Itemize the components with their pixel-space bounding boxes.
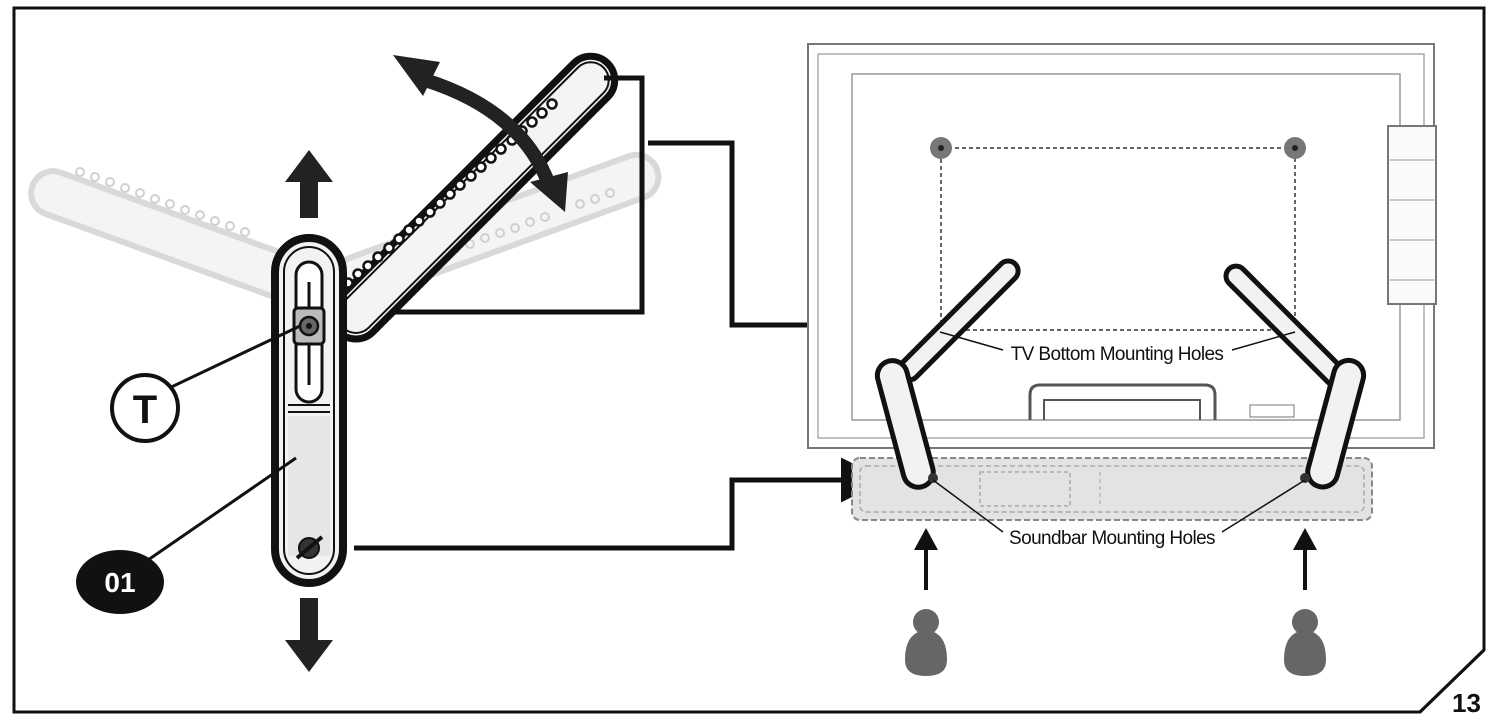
callout-01-label: 01 (104, 567, 135, 598)
ghost-arm-left (28, 167, 300, 299)
screw-t (292, 282, 326, 385)
mini-bracket-right (1223, 263, 1367, 490)
callout-t: T (110, 324, 301, 443)
tv-back-panel (807, 43, 1437, 449)
arrow-down-icon (285, 598, 333, 672)
keyhole-right-icon (1284, 609, 1326, 676)
bracket-01-vertical (271, 234, 347, 587)
vesa-hole-top-right-center (1292, 145, 1298, 151)
mini-bracket-left (874, 258, 1021, 490)
callout-t-label: T (133, 388, 157, 432)
soundbar-holes-callout: Soundbar Mounting Holes (932, 479, 1306, 549)
soundbar-arrow-right (1293, 528, 1317, 590)
soundbar-holes-label: Soundbar Mounting Holes (1009, 528, 1215, 549)
tv-holes-callout: TV Bottom Mounting Holes (939, 331, 1296, 365)
arrow-up-icon (285, 150, 333, 218)
bottom-pivot-screw (295, 535, 324, 560)
vesa-pattern-outline (940, 147, 1296, 331)
vesa-hole-top-left-center (938, 145, 944, 151)
tv-holes-label: TV Bottom Mounting Holes (1011, 344, 1224, 365)
connector-bottom (354, 457, 886, 551)
rotate-arrow-icon (393, 55, 568, 212)
soundbar-arrow-left (914, 528, 938, 590)
page-number: 13 (1452, 688, 1481, 717)
keyhole-left-icon (905, 609, 947, 676)
page-corner-divider (1418, 648, 1486, 714)
soundbar (851, 457, 1373, 521)
callout-01: 01 (76, 456, 297, 614)
